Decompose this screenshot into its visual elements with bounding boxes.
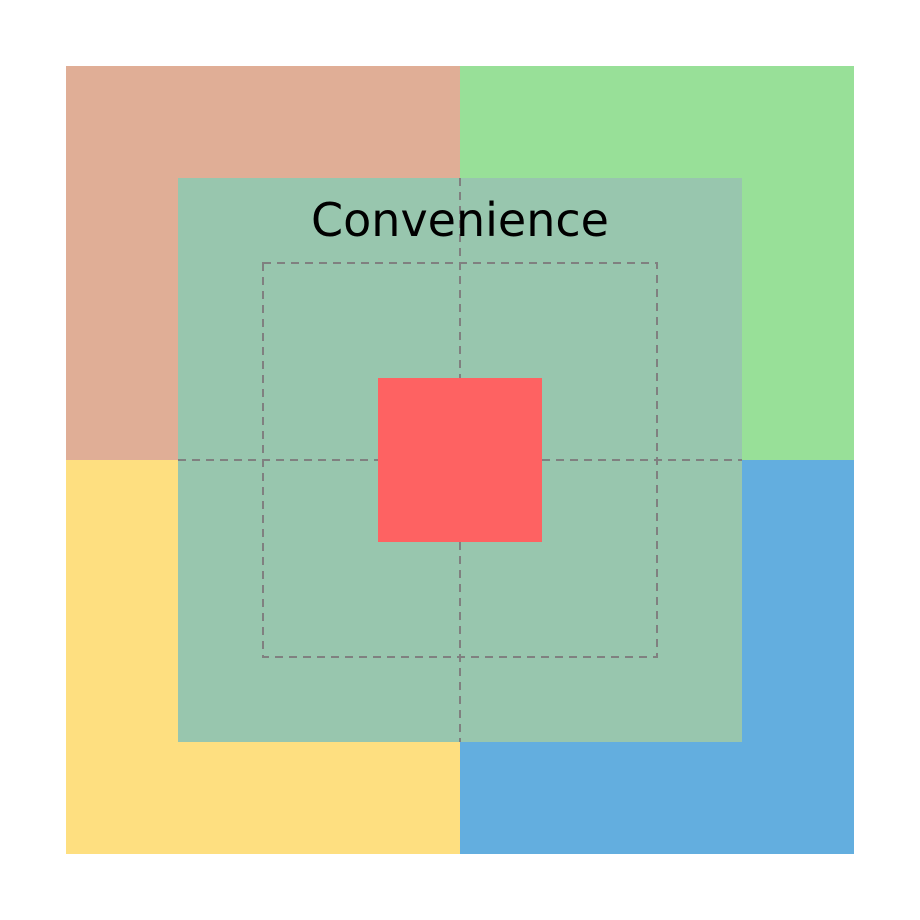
core-square (378, 378, 542, 542)
diagram-title: Convenience (311, 193, 609, 247)
